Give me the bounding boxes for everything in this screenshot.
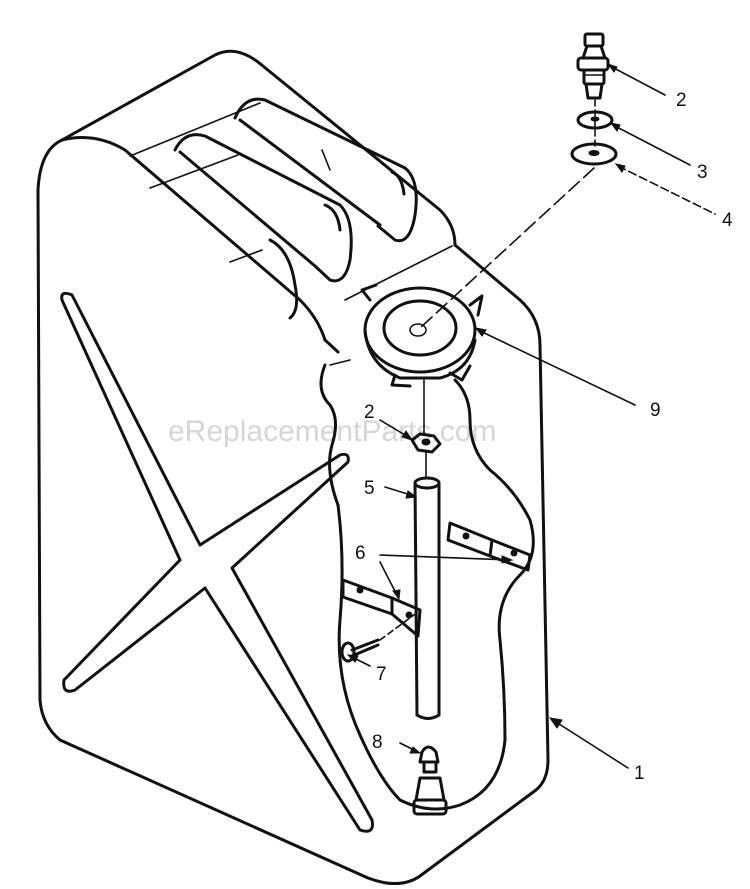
callout-6: 6 <box>355 543 366 564</box>
mounting-brackets <box>341 521 532 638</box>
screw <box>340 638 380 663</box>
leader-lines <box>346 63 716 769</box>
can-handles <box>173 97 418 320</box>
fuel-can <box>36 49 550 885</box>
callout-5: 5 <box>364 478 375 499</box>
top-fitting <box>576 32 610 100</box>
nut-middle <box>410 432 442 454</box>
filter-fitting <box>412 745 448 816</box>
pickup-tube <box>413 476 441 720</box>
x-emboss <box>60 291 374 833</box>
callout-7: 7 <box>376 664 387 685</box>
callout-numbers: 2 3 4 9 2 5 6 7 8 1 <box>355 90 733 784</box>
callout-8: 8 <box>372 732 383 753</box>
callout-4: 4 <box>722 210 733 231</box>
washer-large <box>570 142 618 166</box>
callout-2-top: 2 <box>676 90 687 111</box>
callout-3: 3 <box>697 162 708 183</box>
callout-1: 1 <box>634 763 645 784</box>
callout-9: 9 <box>650 400 661 421</box>
callout-2-mid: 2 <box>364 402 375 423</box>
filler-cap <box>360 283 484 388</box>
